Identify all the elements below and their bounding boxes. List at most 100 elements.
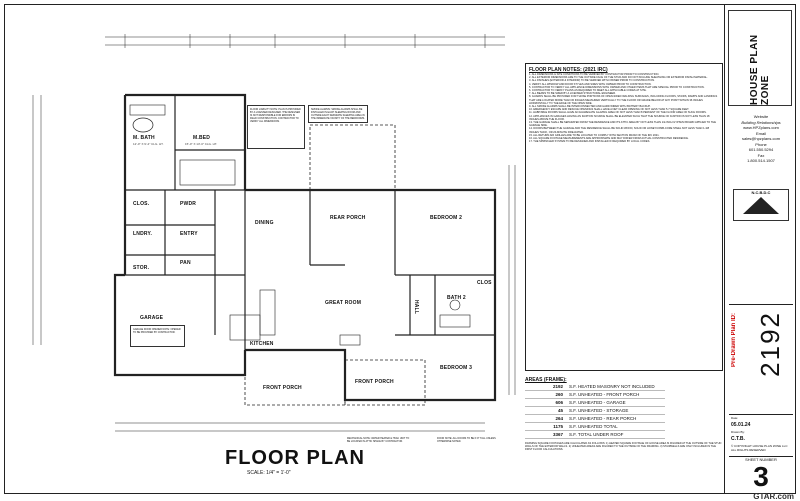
plan-id-section: Pre-Drawn Plan ID: 2192: [729, 304, 793, 415]
plan-id-label: Pre-Drawn Plan ID:: [731, 313, 737, 368]
room-label: PAN: [180, 260, 191, 266]
room-label: M. BATH: [133, 135, 155, 141]
area-row: 1175 S.F. UNHEATED TOTAL: [525, 423, 665, 431]
note-item: 13. THE GARAGE SHALL BE SEPARATED FROM T…: [529, 121, 717, 128]
room-label: CLOS.: [133, 201, 150, 207]
floor-plan-notes: FLOOR PLAN NOTES: (2021 IRC) 1. ALL DIME…: [525, 63, 723, 371]
area-label: S.F. UNHEATED - REAR PORCH: [569, 416, 637, 421]
area-label: S.F. UNHEATED - FRONT PORCH: [569, 392, 640, 397]
title-block: HOUSE PLAN ZONE Website Building Relatio…: [724, 4, 796, 494]
room-label: PWDR: [180, 201, 197, 207]
fax-label: Fax: [757, 152, 765, 158]
note-item: 12. APPLIANCES IN GARAGES HAVING AN IGNI…: [529, 114, 710, 121]
contact-info: Website Building Relationships www.HPZpl…: [729, 114, 793, 164]
note-item: 8. GUARDS SHALL BE PROVIDED FOR THOSE PO…: [529, 95, 718, 105]
note-item: 1. ALL DIMENSIONS & SITE CONDITIONS TO B…: [529, 73, 660, 76]
date-value: 05.01.24: [731, 422, 751, 428]
liability-note: FLOOR LIABILITY NOTE: PLAN IS PROVIDED B…: [247, 105, 305, 149]
drawn-by-label: Drawn By:: [731, 430, 745, 434]
website-link[interactable]: www.HPZplans.com: [743, 125, 779, 130]
sheet-number-section: SHEET NUMBER 3: [729, 456, 793, 495]
floor-plan-scale: SCALE: 1/4" = 1'-0": [247, 470, 291, 476]
note-item: 9. ALL SMOKE ALARMS SHALL BE INTERCONNEC…: [529, 105, 651, 109]
note-item: 4. VERIFY ALL WINDOW AND DOOR STYLES AND…: [529, 82, 652, 86]
copyright: © COPYRIGHT HOUSE PLAN ZONE LLC ALL RIGH…: [731, 444, 788, 452]
floor-plan-drawing: M. BATH 12'-0" X 9'-4" CLG. HT. M.BED 15…: [15, 15, 520, 485]
areas-title: AREAS (FRAME):: [525, 377, 567, 383]
sheet-number: 3: [753, 461, 769, 492]
area-value: 606: [555, 400, 563, 405]
garage-note: GARAGE DOOR OPENER NOTE: OPENER TO BE PR…: [130, 325, 185, 347]
area-value: 3367: [552, 432, 563, 437]
area-label: S.F. UNHEATED - STORAGE: [569, 408, 629, 413]
note-item: 16. ALL SQUARE FOOTAGE MEASUREMENTS ARE …: [529, 137, 689, 141]
room-label: BEDROOM 3: [440, 365, 473, 371]
email-link[interactable]: sales@hpzplans.com: [741, 136, 781, 141]
room-dimension: 12'-0" X 9'-4" CLG. HT.: [133, 142, 164, 146]
note-item: 15. ALL RETURN AIR GRILLES ARE TO BE LOC…: [529, 133, 660, 137]
room-label: HALL: [413, 300, 419, 315]
note-item: 6. CONTRACTOR TO VERIFY PLANS AS REQUIRE…: [529, 89, 647, 93]
area-label: S.F. UNHEATED - GARAGE: [569, 400, 626, 405]
door-note: DOOR NOTE: ALL DOORS TO BE 6'-8" TALL UN…: [437, 437, 496, 443]
note-item: 7. ALL BEAMS TO BE SIZED BY A LICENSED S…: [529, 92, 616, 96]
note-item: 2. ALL EXTERIOR DIMENSIONS ARE TO THE OU…: [529, 76, 708, 80]
room-label: FRONT PORCH: [263, 385, 302, 391]
note-item: 11. HABITABLE ROOMS SHALL HAVE AN AGGREG…: [529, 111, 707, 115]
room-label: REAR PORCH: [330, 215, 366, 221]
email-label: Email: [755, 130, 766, 136]
room-label: GARAGE: [140, 315, 164, 321]
area-row: 264 S.F. UNHEATED - REAR PORCH: [525, 415, 665, 423]
website-label: Website: [753, 114, 769, 119]
floor-plan-title: FLOOR PLAN: [225, 447, 365, 469]
date-label: Date:: [731, 416, 739, 420]
area-value: 260: [555, 392, 563, 397]
areas-footnote: FRAMING SQUARE FOOTAGES ARE CALCULATED A…: [525, 442, 722, 452]
logo-text: HOUSE PLAN ZONE: [749, 34, 771, 105]
room-label: LNDRY.: [133, 231, 153, 237]
room-label: BEDROOM 2: [430, 215, 463, 221]
room-label: GREAT ROOM: [325, 300, 362, 306]
room-label: M.BED: [193, 135, 211, 141]
note-item: 5. CONTRACTOR TO VERIFY ALL APPLIANCE DI…: [529, 85, 705, 89]
tagline: Building Relationships: [741, 119, 781, 125]
date-section: Date: 05.01.24 Drawn By: C.T.B. © COPYRI…: [729, 414, 793, 453]
drawing-sheet: M. BATH 12'-0" X 9'-4" CLG. HT. M.BED 15…: [4, 4, 796, 494]
ncbdc-badge: N.C.B.D.C: [733, 189, 789, 221]
area-row: 606 S.F. UNHEATED - GARAGE: [525, 399, 665, 407]
room-label: STOR.: [133, 265, 150, 271]
smoke-alarm-note: SMOKE ALARMS: SMOKE ALARMS SHALL BE INST…: [308, 105, 368, 123]
notes-title: FLOOR PLAN NOTES: (2021 IRC): [529, 67, 608, 73]
room-label: KITCHEN: [250, 341, 274, 347]
room-label: CLOS: [477, 280, 492, 286]
area-row: 2192 S.F. HEATED MASONRY NOT INCLUDED: [525, 383, 665, 391]
room-label: ENTRY: [180, 231, 198, 237]
room-dimension: 15'-0" X 13'-0" CLG. HT.: [185, 142, 218, 146]
room-label: BATH 2: [447, 295, 466, 301]
areas-table: AREAS (FRAME): 2192 S.F. HEATED MASONRY N…: [525, 377, 723, 473]
gtar-watermark: GTAR.com: [753, 492, 794, 501]
area-label: S.F. HEATED MASONRY NOT INCLUDED: [569, 384, 655, 389]
sheet-number-label: SHEET NUMBER: [745, 457, 777, 462]
area-value: 264: [555, 416, 563, 421]
area-label: S.F. TOTAL UNDER ROOF: [569, 432, 624, 437]
phone-label: Phone: [755, 141, 767, 147]
area-value: 2192: [552, 384, 563, 389]
ncbdc-triangle-icon: [743, 197, 779, 214]
note-item: 10. EMERGENCY ESCAPE AND RESCUE OPENINGS…: [529, 108, 690, 112]
fax-number: 1.800.514.1507: [747, 158, 775, 163]
drawn-by-value: C.T.B.: [731, 436, 745, 442]
area-row: 45 S.F. UNHEATED - STORAGE: [525, 407, 665, 415]
note-item: 14. DOORS BETWEEN THE GARAGE AND THE RES…: [529, 127, 710, 134]
area-label: S.F. UNHEATED TOTAL: [569, 424, 618, 429]
room-label: FRONT PORCH: [355, 379, 394, 385]
note-item: 17. THE SPRINKLER SYSTEM TO BE DESIGNED …: [529, 140, 651, 144]
room-label: DINING: [255, 220, 274, 226]
ncbdc-text: N.C.B.D.C: [751, 190, 771, 195]
mechanical-note: MECHANICAL NOTE: WATER HEATER & HVAC UNI…: [347, 437, 410, 443]
area-value: 45: [557, 408, 563, 413]
floor-plan-linework: [32, 34, 516, 432]
note-item: 3. ALL FINISHES (EXTERIOR & INTERIOR) TO…: [529, 79, 655, 83]
area-value: 1175: [553, 424, 563, 429]
house-plan-zone-logo: HOUSE PLAN ZONE: [728, 10, 792, 106]
